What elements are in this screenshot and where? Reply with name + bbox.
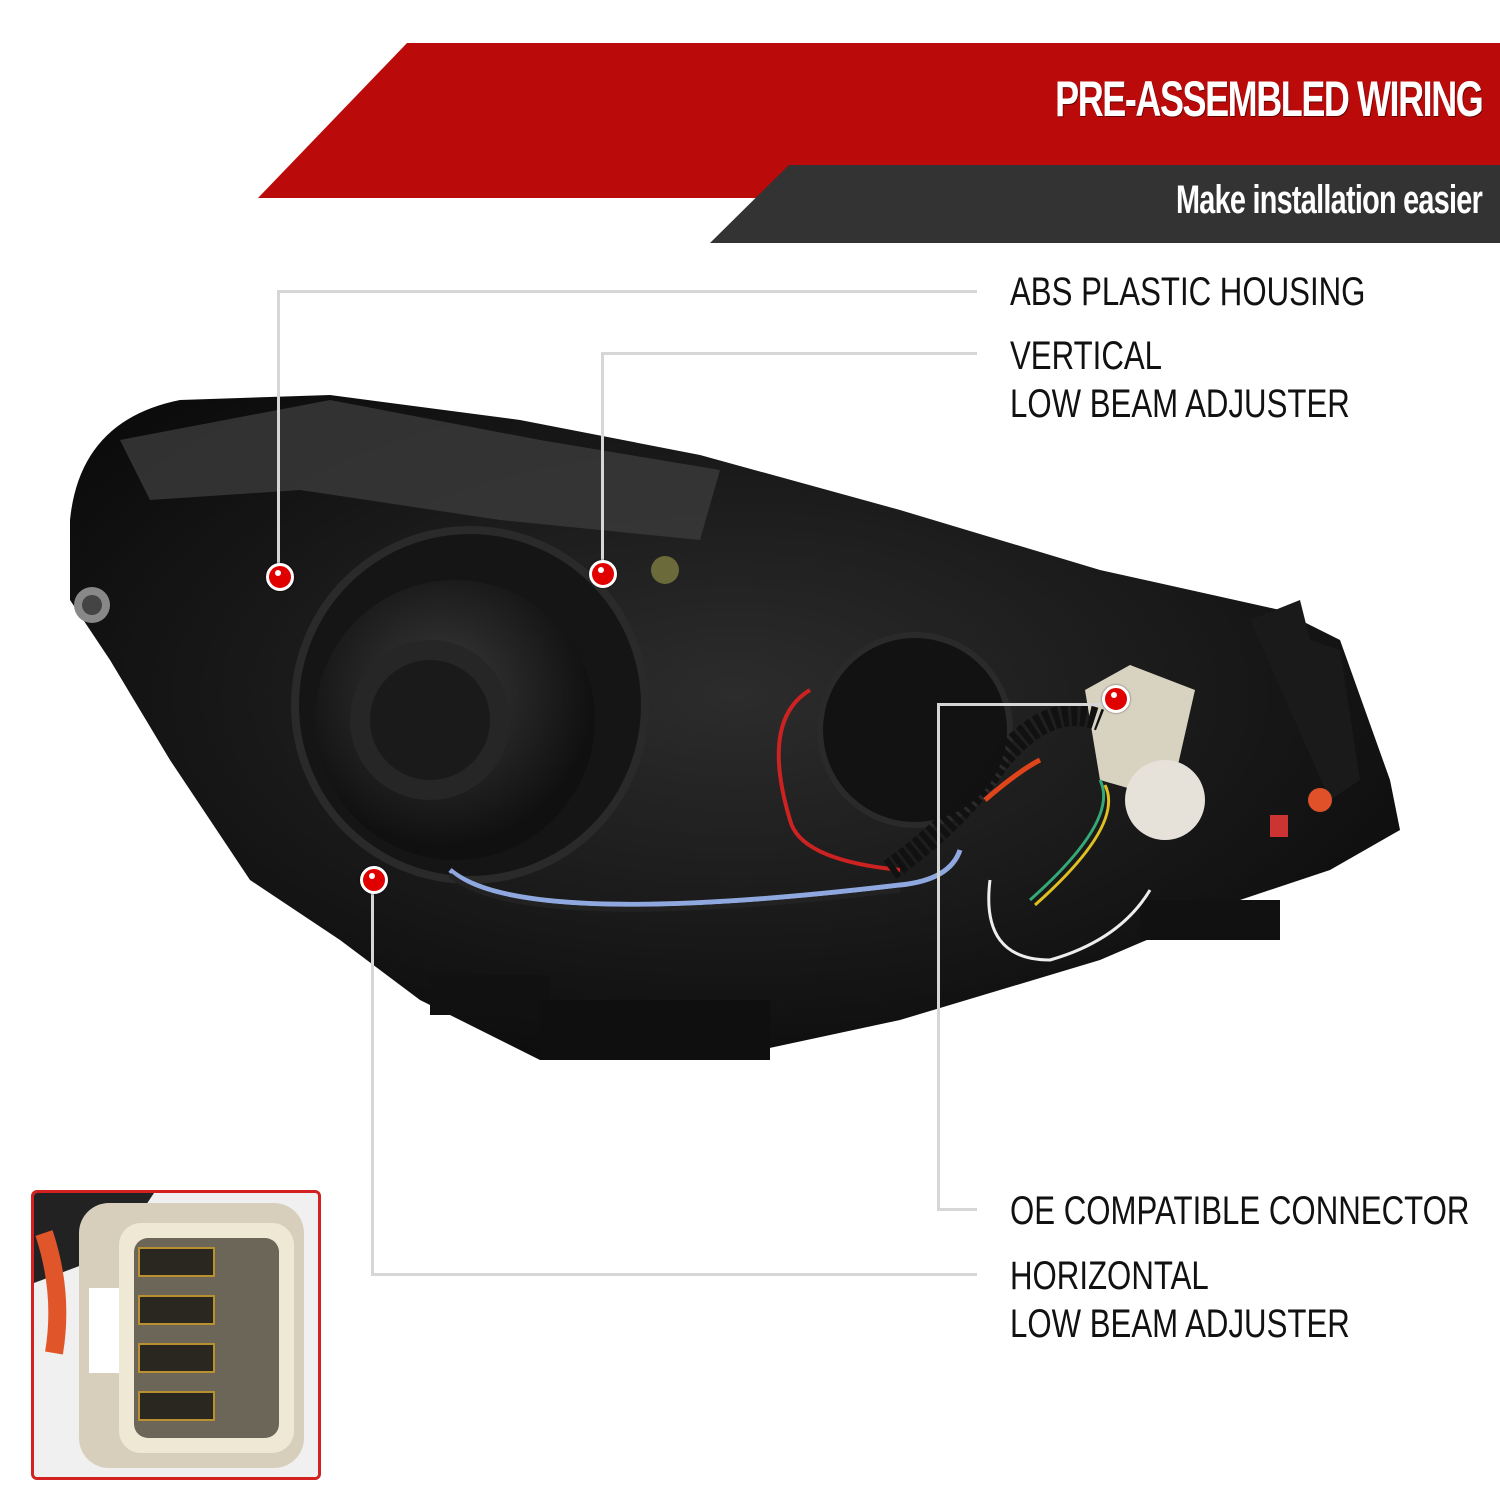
callout-dot-horizontal-adjuster[interactable] <box>360 866 388 894</box>
callout-line-oe-connector-v <box>937 703 940 1210</box>
callout-line-abs-housing-v <box>277 290 280 575</box>
label-line: HORIZONTAL <box>1010 1254 1209 1298</box>
callout-line-vertical-adjuster-h <box>601 352 977 355</box>
label-line: LOW BEAM ADJUSTER <box>1010 382 1350 426</box>
label-line: VERTICAL <box>1010 334 1163 378</box>
label-line: ABS PLASTIC HOUSING <box>1010 270 1366 314</box>
page-subtitle: Make installation easier <box>1175 178 1483 222</box>
callout-dot-vertical-adjuster[interactable] <box>589 560 617 588</box>
callout-line-horizontal-adjuster-h <box>371 1273 977 1276</box>
label-line: LOW BEAM ADJUSTER <box>1010 1302 1350 1346</box>
callout-line-oe-connector-h <box>937 1208 977 1211</box>
callout-dot-oe-connector[interactable] <box>1102 685 1130 713</box>
label-oe-connector: OE COMPATIBLE CONNECTOR <box>1010 1187 1469 1235</box>
label-horizontal-adjuster: HORIZONTAL LOW BEAM ADJUSTER <box>1010 1252 1350 1348</box>
label-line: OE COMPATIBLE CONNECTOR <box>1010 1189 1470 1233</box>
header-banner-dark <box>710 165 1500 243</box>
callout-line-abs-housing-h <box>277 290 977 293</box>
connector-closeup-inset <box>31 1190 321 1480</box>
callout-dot-abs-housing[interactable] <box>266 563 294 591</box>
label-vertical-adjuster: VERTICAL LOW BEAM ADJUSTER <box>1010 332 1350 428</box>
connector-closeup-image <box>34 1193 318 1477</box>
callout-line-vertical-adjuster-v <box>601 352 604 572</box>
callout-line-oe-connector-top <box>937 703 1115 706</box>
page-title: PRE-ASSEMBLED WIRING <box>1054 71 1484 127</box>
label-abs-housing: ABS PLASTIC HOUSING <box>1010 268 1365 316</box>
callout-line-horizontal-adjuster-v <box>371 880 374 1275</box>
